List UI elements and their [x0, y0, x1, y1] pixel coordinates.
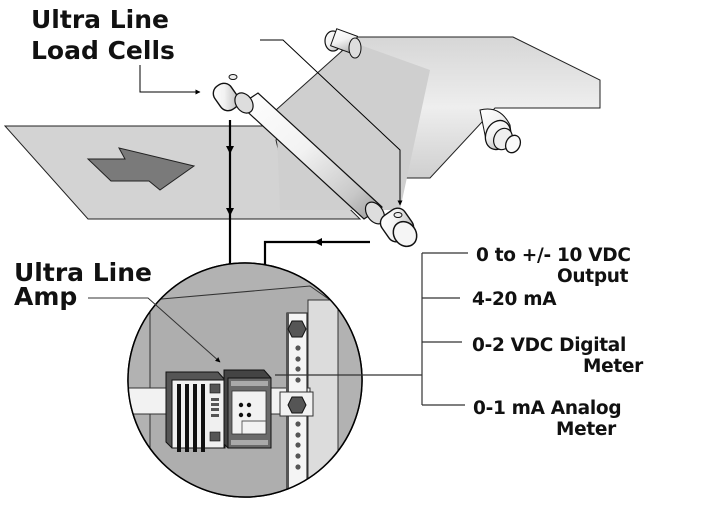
amplifier-detail-circle: [127, 262, 363, 498]
load-cell-icon: [212, 74, 254, 114]
load-cell-icon: [364, 201, 418, 248]
output-label-1b: Output: [557, 266, 629, 287]
output-label-3: 0-2 VDC Digital: [472, 335, 626, 356]
roller-icon: [479, 108, 522, 154]
output-bracket: [275, 252, 468, 406]
output-label-1: 0 to +/- 10 VDC: [476, 245, 631, 266]
bolt-icon: [287, 396, 307, 414]
arrow-right-icon: [86, 147, 196, 191]
amp-label-line1: Ultra Line: [14, 258, 152, 287]
output-label-4b: Meter: [556, 419, 617, 440]
roller-icon: [324, 28, 362, 59]
leader-amp: [88, 297, 221, 363]
leader-load-cells-left: [139, 65, 201, 95]
leader-load-cells-right: [260, 39, 403, 206]
load-cells-label-line1: Ultra Line: [31, 5, 169, 34]
power-supply-module: [165, 371, 226, 452]
output-label-4: 0-1 mA Analog: [473, 398, 621, 419]
load-cells-label-line2: Load Cells: [31, 36, 175, 65]
roller-icon: [239, 92, 383, 220]
output-label-3b: Meter: [583, 356, 644, 377]
bolt-icon: [287, 320, 307, 338]
amp-label-line2: Amp: [14, 282, 77, 311]
output-label-2: 4-20 mA: [472, 289, 557, 310]
amplifier-module-icon: [223, 369, 272, 449]
